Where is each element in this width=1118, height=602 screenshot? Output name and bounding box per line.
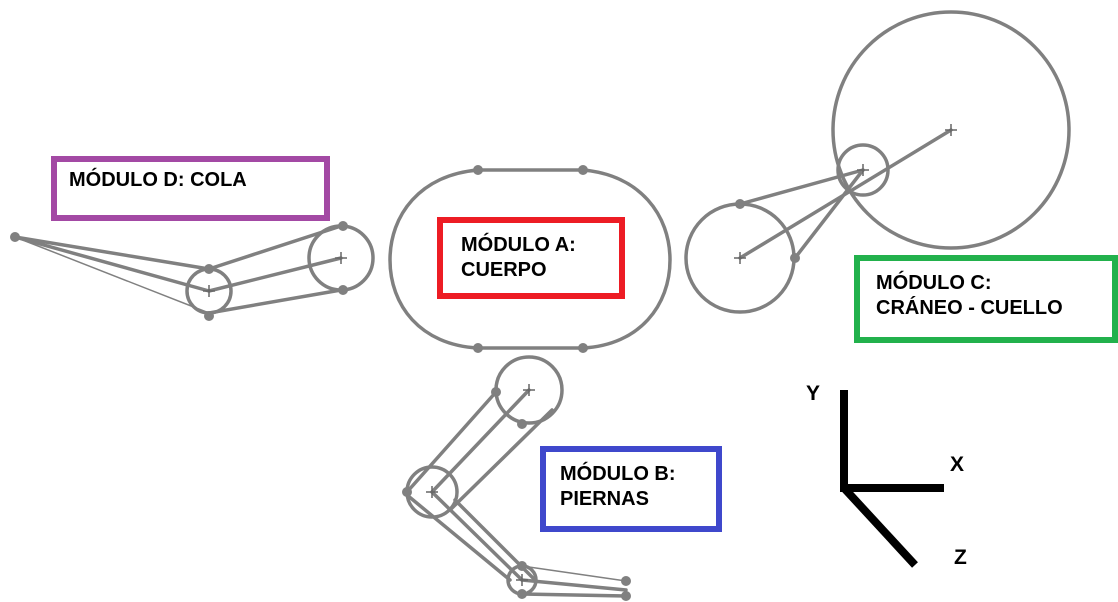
module-c-label: MÓDULO C: CRÁNEO - CUELLO (854, 255, 1118, 343)
tail-line-upper (207, 224, 343, 271)
joint-dot (578, 165, 588, 175)
module-d-label: MÓDULO D: COLA (51, 156, 330, 221)
neck-line-lower (793, 168, 865, 260)
x-axis-label: X (950, 453, 965, 476)
joint-dot (621, 591, 631, 601)
center-cross (523, 384, 535, 396)
module-b-title: MÓDULO B: (560, 463, 676, 485)
z-axis-label: Z (954, 546, 967, 569)
center-cross (335, 252, 347, 264)
joint-dot (473, 165, 483, 175)
shin-line-left (405, 493, 512, 582)
z-axis-line (841, 485, 918, 568)
joint-dot (491, 387, 501, 397)
joint-dot (790, 253, 800, 263)
y-axis-label: Y (806, 382, 821, 405)
tail-center-line (207, 256, 343, 293)
joint-dot (517, 561, 527, 571)
module-b-subtitle: PIERNAS (560, 488, 649, 510)
skull-circle (831, 10, 1071, 250)
module-a-label: MÓDULO A: CUERPO (437, 217, 625, 299)
center-cross (857, 164, 869, 176)
module-c-title: MÓDULO C: (876, 272, 992, 294)
joint-dot (204, 264, 214, 274)
center-cross (945, 124, 957, 136)
thigh-center-line (430, 388, 531, 494)
thigh-line-left (405, 390, 498, 494)
module-a-title: MÓDULO A: (461, 234, 576, 256)
center-cross (516, 574, 528, 586)
joint-dot (338, 221, 348, 231)
center-cross (426, 486, 438, 498)
shin-center-line (430, 490, 524, 582)
foot-line-top (521, 565, 627, 582)
center-cross (203, 285, 215, 297)
joint-dot (578, 343, 588, 353)
module-c-subtitle: CRÁNEO - CUELLO (876, 297, 1063, 319)
joint-dot (10, 232, 20, 242)
thigh-line-right (448, 408, 554, 512)
foot-line-bottom (520, 592, 628, 598)
neck-center-line (738, 128, 953, 260)
module-b-label: MÓDULO B: PIERNAS (540, 446, 722, 532)
joint-dot (402, 487, 412, 497)
joint-dot (621, 576, 631, 586)
module-d-title: MÓDULO D: COLA (69, 169, 247, 191)
center-cross (734, 252, 746, 264)
joint-dot (517, 589, 527, 599)
foot-line-mid (520, 578, 628, 592)
neck-line-upper (738, 168, 865, 206)
joint-dot (338, 285, 348, 295)
joint-dot (473, 343, 483, 353)
joint-dot (735, 199, 745, 209)
joint-dot (204, 311, 214, 321)
module-a-subtitle: CUERPO (461, 259, 547, 281)
tail-tip-line-3 (13, 235, 211, 293)
tail-tip-line-1 (13, 235, 211, 271)
joint-dot (517, 419, 527, 429)
tail-line-lower (207, 288, 343, 315)
tail-tip-line-2 (14, 236, 210, 314)
